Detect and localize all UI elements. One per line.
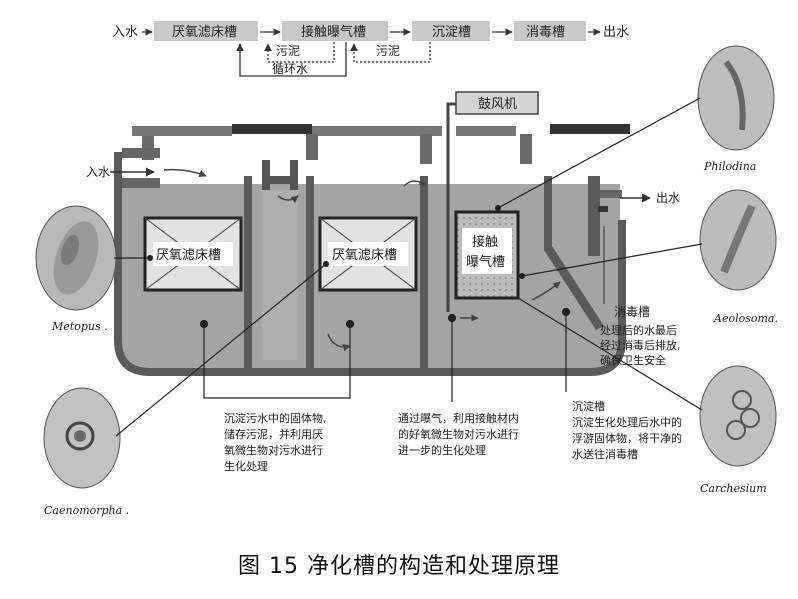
- philodina-label: Philodina: [703, 160, 756, 173]
- aeolosoma-label: Aeolosoma.: [713, 312, 778, 325]
- note-anaerobic-3: 氧微生物对污水进行: [224, 443, 323, 457]
- leader-lines: [199, 307, 571, 402]
- flow-recycle-label: 循环水: [272, 62, 308, 76]
- filter-b-label: 厌氧滤床槽: [332, 248, 397, 263]
- caenomorpha-micrograph: [43, 387, 121, 489]
- aeolosoma-micrograph: [699, 189, 777, 291]
- flow-stage2-label: 接触曝气槽: [301, 24, 366, 40]
- anaerobic-filter-b: [318, 216, 418, 292]
- blower-box: [455, 91, 539, 115]
- disinfect-line-1: 处理后的水最后: [600, 323, 677, 337]
- note-aeration-2: 的好氧微生物对污水进行: [398, 427, 519, 441]
- carchesium-micrograph: [699, 365, 777, 467]
- anaerobic-filter-a: [143, 216, 243, 292]
- note-anaerobic-2: 储存污泥，并利用厌: [224, 427, 323, 441]
- note-settle-2: 浮游固体物，将干净的: [572, 431, 682, 445]
- aeration-media: [454, 210, 520, 300]
- settle-title: 沉淀槽: [572, 399, 605, 413]
- aeration-label-2: 曝气槽: [466, 254, 505, 270]
- note-anaerobic-1: 沉淀污水中的固体物,: [224, 411, 327, 425]
- flow-stage4-label: 消毒槽: [526, 25, 565, 40]
- flow-inlet-label: 入水: [112, 25, 138, 40]
- caenomorpha-label: Caenomorpha .: [44, 504, 129, 517]
- flow-sludge2-label: 污泥: [376, 44, 400, 58]
- blower-label: 鼓风机: [478, 97, 517, 112]
- flow-box-settle: [412, 21, 490, 41]
- flow-box-aeration: [282, 21, 388, 41]
- tank-outlet-label: 出水: [656, 191, 680, 205]
- flow-stage3-label: 沉淀槽: [432, 25, 471, 40]
- note-aeration-1: 通过曝气，利用接触材内: [398, 411, 519, 425]
- carchesium-label: Carchesium: [700, 482, 767, 495]
- disinfect-line-2: 经过消毒后排放,: [600, 338, 681, 352]
- note-settle-1: 沉淀生化处理后水中的: [572, 415, 682, 429]
- tank-inlet-label: 入水: [86, 165, 110, 179]
- philodina-micrograph: [697, 45, 775, 151]
- flow-stage1-label: 厌氧滤床槽: [172, 25, 237, 40]
- aeration-label-1: 接触: [472, 234, 498, 250]
- disinfect-title: 消毒槽: [614, 305, 650, 319]
- flow-sludge1-label: 污泥: [276, 44, 300, 58]
- note-settle-3: 水送往消毒槽: [572, 447, 638, 461]
- flow-outlet-label: 出水: [603, 25, 629, 40]
- filter-a-label: 厌氧滤床槽: [156, 248, 221, 263]
- figure-caption: 图 15 净化槽的构造和处理原理: [238, 554, 560, 579]
- metopus-micrograph: [35, 205, 117, 311]
- note-aeration-3: 进一步的生化处理: [398, 443, 486, 457]
- flow-box-anaerobic: [154, 21, 258, 41]
- disinfect-line-3: 确保卫生安全: [600, 353, 666, 367]
- flow-chart: 入水 厌氧滤床槽 接触曝气槽 沉淀槽 消毒槽 出水 污泥 污泥 循环水: [112, 21, 629, 77]
- note-anaerobic-4: 生化处理: [224, 459, 268, 473]
- flow-box-disinfect: [514, 21, 586, 41]
- metopus-label: Metopus .: [51, 320, 108, 333]
